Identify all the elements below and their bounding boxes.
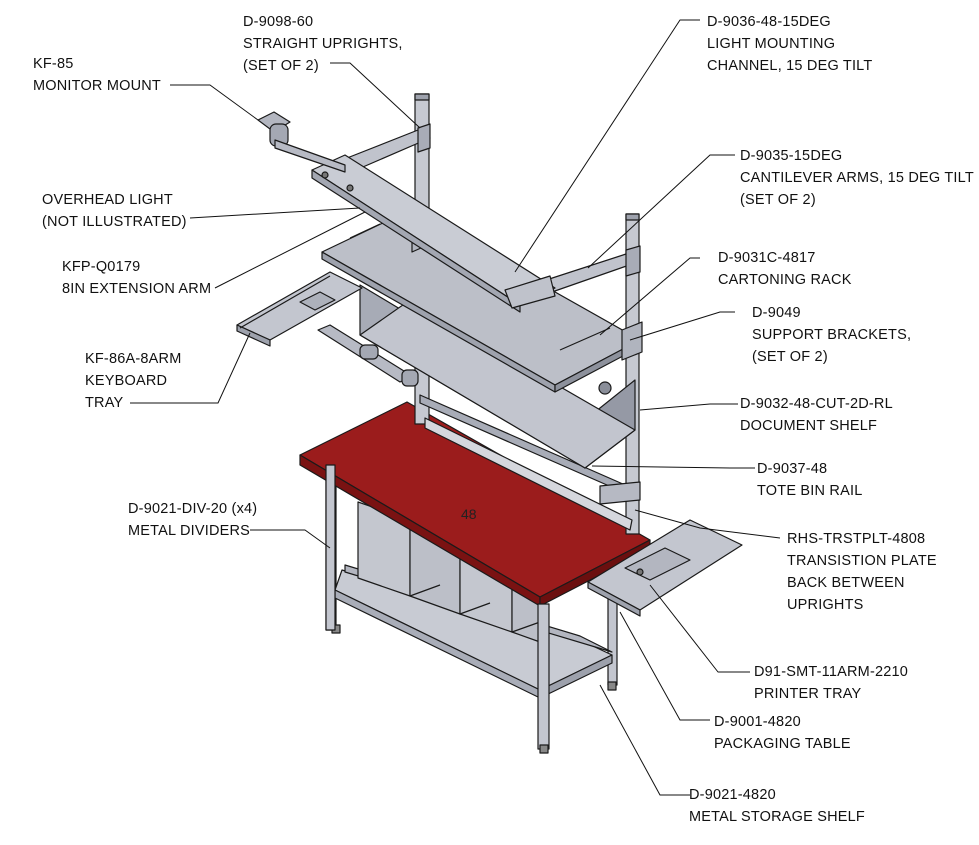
tote-bin-rail [419,394,641,505]
label-support-brackets: D-9049 SUPPORT BRACKETS, (SET OF 2) [752,305,912,365]
label-storage-shelf: D-9021-4820 METAL STORAGE SHELF [689,787,865,825]
printer-tray [587,519,743,617]
label-extension-arm: KFP-Q0179 8IN EXTENSION ARM [62,259,212,297]
leader-lines [130,19,781,796]
label-keyboard-tray: KF-86A-8ARM KEYBOARD TRAY [85,351,182,411]
extension-arm [317,324,419,387]
label-metal-dividers: D-9021-DIV-20 (x4) METAL DIVIDERS [128,501,258,539]
transition-plate [424,417,633,531]
label-monitor-mount: KF-85 MONITOR MOUNT [33,56,161,94]
label-cartoning-rack: D-9031C-4817 CARTONING RACK [718,250,852,288]
label-printer-tray: D91-SMT-11ARM-2210 PRINTER TRAY [754,664,909,702]
keyboard-tray [236,271,363,347]
label-packaging-table: D-9001-4820 PACKAGING TABLE [714,714,851,752]
label-tote-bin-rail: D-9037-48 TOTE BIN RAIL [757,461,863,499]
label-transition-plate: RHS-TRSTPLT-4808 TRANSISTION PLATE BACK … [787,531,937,613]
label-document-shelf: D-9032-48-CUT-2D-RL DOCUMENT SHELF [740,396,893,434]
table-top-mark: 48 [461,506,477,522]
label-light-channel: D-9036-48-15DEG LIGHT MOUNTING CHANNEL, … [707,14,873,74]
label-overhead-light: OVERHEAD LIGHT (NOT ILLUSTRATED) [42,192,187,230]
packaging-table [299,401,651,754]
monitor-mount [257,111,346,173]
label-cantilever-arms: D-9035-15DEG CANTILEVER ARMS, 15 DEG TIL… [740,148,974,208]
label-straight-uprights: D-9098-60 STRAIGHT UPRIGHTS, (SET OF 2) [243,14,403,74]
light-mounting-channel [311,154,556,313]
cartoning-rack [321,209,641,393]
document-shelf [359,284,636,469]
